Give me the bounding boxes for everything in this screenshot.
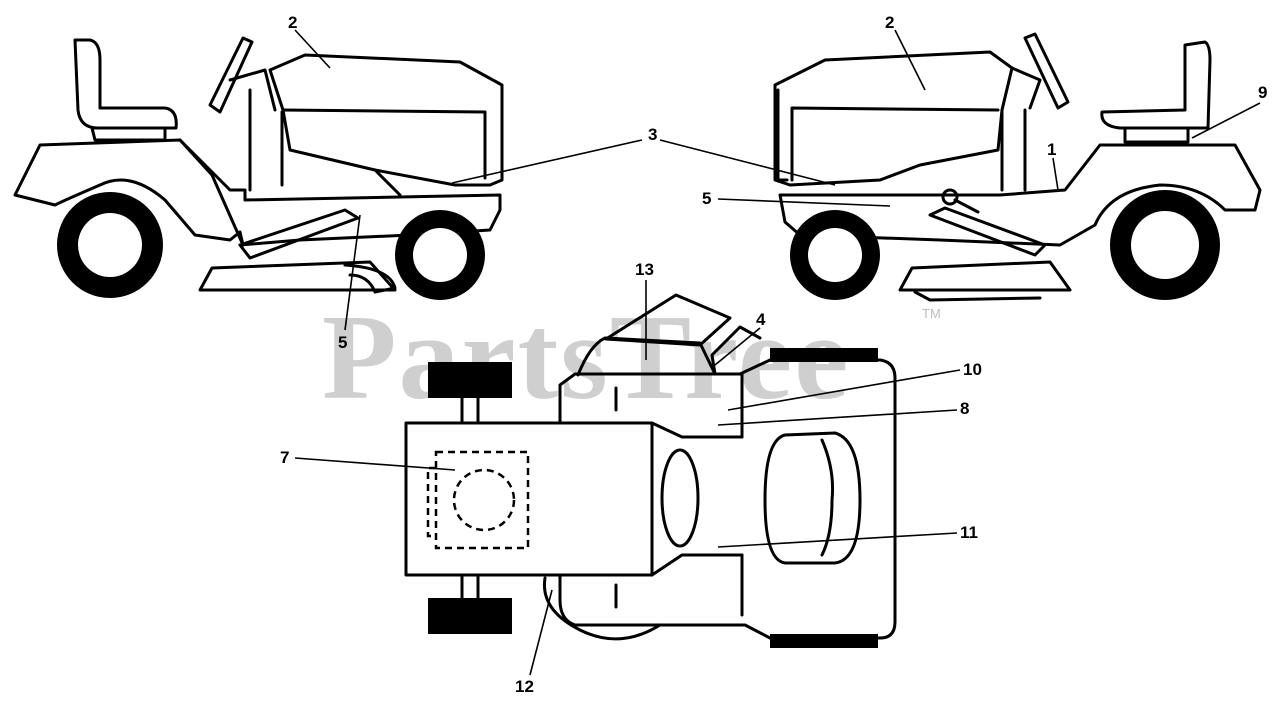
left-rear-hub	[78, 213, 142, 277]
callout-4: 4	[756, 310, 766, 329]
right-frame	[778, 143, 1262, 247]
left-deck-chute	[343, 263, 397, 294]
right-mower-deck	[898, 260, 1072, 292]
leader-11	[717, 532, 958, 548]
left-seat-back	[73, 38, 178, 130]
top-steering-wheel	[763, 431, 862, 565]
callouts: 2 5 3 2 5 1 9 13 4 10 8 7 11 12	[280, 13, 1267, 696]
leader-8	[717, 409, 958, 426]
left-front-hub	[413, 228, 467, 282]
top-front-axle-top	[460, 396, 480, 425]
leader-right-9	[1191, 102, 1261, 139]
callout-12: 12	[515, 677, 534, 696]
callout-right-9: 9	[1258, 83, 1267, 102]
top-body	[558, 358, 897, 640]
top-seat-back	[604, 293, 732, 347]
leader-left-5	[344, 214, 361, 331]
callout-right-1: 1	[1047, 140, 1056, 159]
left-steering-column	[228, 68, 277, 112]
leader-right-3	[659, 139, 836, 186]
leader-left-2	[294, 29, 331, 69]
left-rear-fender	[13, 138, 245, 247]
right-pedal	[928, 206, 1047, 257]
left-pedal	[238, 208, 360, 260]
right-seat-back	[1100, 40, 1212, 130]
leader-right-5	[717, 198, 891, 207]
left-chassis-line	[373, 168, 402, 197]
leader-10	[727, 369, 961, 411]
callout-8: 8	[960, 399, 969, 418]
right-steering-wheel	[1023, 32, 1070, 110]
right-front-hub	[808, 228, 862, 282]
top-hood	[404, 421, 654, 577]
leader-right-2	[894, 29, 926, 91]
right-lever-knob	[941, 188, 959, 206]
top-dash-console	[660, 448, 700, 548]
left-steering-wheel	[208, 36, 254, 114]
right-frame-post	[1000, 108, 1027, 192]
callout-right-2: 2	[885, 13, 894, 32]
right-deck-edge	[913, 290, 1042, 302]
left-hood-panel	[281, 108, 487, 180]
right-side-view	[773, 32, 1262, 302]
left-seat-base	[90, 126, 167, 142]
right-hood-front	[776, 88, 789, 182]
top-view	[404, 293, 897, 648]
watermark-trademark: TM	[922, 306, 941, 321]
leader-7	[294, 457, 456, 471]
top-front-axle-bottom	[460, 573, 480, 600]
top-steering-rim	[820, 438, 834, 557]
right-seat-base	[1123, 126, 1190, 144]
top-front-tire-top	[428, 362, 512, 398]
left-hood	[268, 53, 504, 187]
callout-11: 11	[960, 523, 978, 542]
left-mower-deck	[198, 260, 397, 292]
left-side-view	[13, 36, 504, 300]
top-side-bag	[542, 576, 662, 641]
top-dash-housing	[650, 421, 744, 577]
leader-left-3	[451, 139, 643, 184]
right-lever	[953, 198, 980, 214]
callout-left-2: 2	[288, 13, 297, 32]
top-seat-side	[710, 325, 762, 376]
top-engine-fan	[452, 468, 516, 532]
leader-right-1	[1052, 157, 1059, 191]
leader-12	[529, 589, 553, 676]
callout-7: 7	[280, 448, 289, 467]
left-hood-side	[248, 88, 284, 192]
callout-right-5: 5	[702, 189, 711, 208]
right-hood-panel	[790, 106, 1000, 182]
left-frame	[178, 138, 502, 247]
callout-10: 10	[963, 360, 982, 379]
right-rear-hub	[1131, 211, 1199, 279]
callout-13: 13	[635, 260, 654, 279]
right-hood	[773, 50, 1014, 187]
top-rear-tire-bottom	[770, 634, 878, 648]
top-front-tire-bottom	[428, 598, 512, 634]
top-engine-outline	[434, 450, 530, 550]
callout-3: 3	[648, 125, 657, 144]
right-steering-column	[1010, 66, 1042, 110]
leader-4	[714, 327, 761, 366]
callout-left-5: 5	[338, 333, 347, 352]
